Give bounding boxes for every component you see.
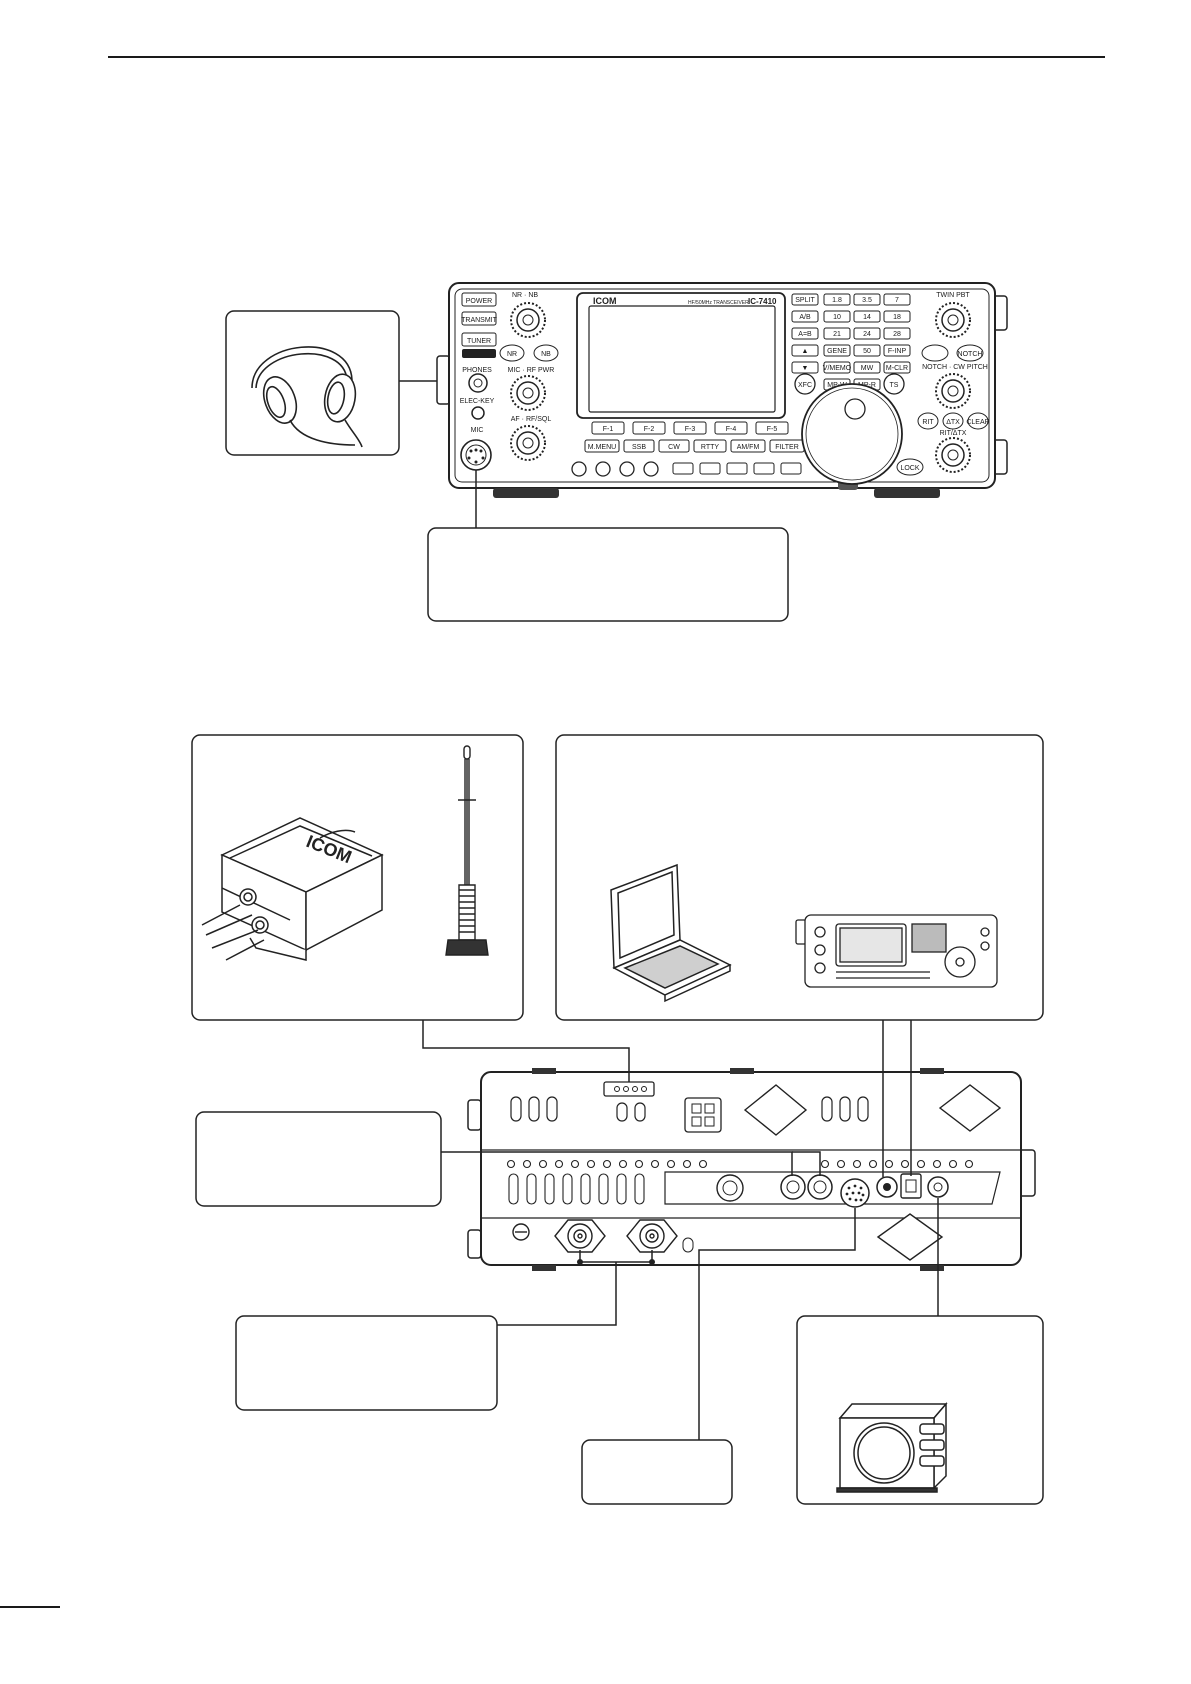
f4-key-label: F-4: [726, 426, 737, 433]
amfm-key-label: AM/FM: [737, 444, 760, 451]
af-rfsql-label: AF · RF/SQL: [511, 416, 552, 423]
down-key-label: ▼: [802, 365, 809, 372]
twin-pbt-label: TWIN PBT: [936, 292, 970, 299]
dtx-key-label: ΔTX: [946, 419, 960, 426]
nr-nb-label: NR · NB: [512, 292, 538, 299]
radio-front-panel: POWER TRANSMIT TUNER PHONES ELEC-KEY MIC…: [436, 282, 1008, 498]
mobile-antenna-icon: [445, 745, 489, 956]
mic-rfpwr-label: MIC · RF PWR: [508, 367, 555, 374]
main-dial: [801, 383, 903, 485]
rear-leader-lines: [422, 1020, 939, 1440]
memory-key-label: MW: [861, 365, 874, 372]
filter-key-label: FILTER: [775, 444, 799, 451]
band-key-label: 21: [833, 331, 841, 338]
second-transceiver-icon: [795, 914, 998, 988]
mic-connector-label: MIC: [471, 427, 484, 434]
antenna-connectors: [554, 1219, 678, 1253]
cw-key-label: CW: [668, 444, 680, 451]
lcd-display: [588, 305, 776, 413]
band-key-label: 3.5: [862, 297, 872, 304]
band-key-label: 50: [863, 348, 871, 355]
ab-key-label: A/B: [799, 314, 811, 321]
mode-keys: M.MENU SSB CW RTTY AM/FM FILTER: [584, 439, 805, 453]
keypad-left-column: SPLIT A/B A=B ▲ ▼: [791, 293, 819, 374]
antenna-tuner-icon: ICOM: [201, 817, 384, 961]
band-key-label: 18: [893, 314, 901, 321]
f2-key-label: F-2: [644, 426, 655, 433]
f3-key-label: F-3: [685, 426, 696, 433]
rit-key-label: RIT: [922, 419, 934, 426]
model-name: IC-7410: [748, 297, 777, 306]
external-speaker-icon: [836, 1401, 948, 1493]
nr-button-label: NR: [507, 351, 517, 358]
microphone-callout-box: [427, 527, 789, 622]
notch-cwpitch-label: NOTCH · CW PITCH: [922, 364, 988, 371]
mmenu-key-label: M.MENU: [588, 444, 616, 451]
f5-key-label: F-5: [767, 426, 778, 433]
ssb-key-label: SSB: [632, 444, 646, 451]
ts-key-label: TS: [890, 382, 899, 389]
lock-key-label: LOCK: [900, 465, 919, 472]
band-key-label: F-INP: [888, 348, 907, 355]
acc-callout-box: [581, 1439, 733, 1505]
antenna-callout-box: [235, 1315, 498, 1411]
model-caption: HF/50MHz TRANSCEIVER: [688, 300, 749, 306]
elec-key-jack-label: ELEC-KEY: [460, 398, 495, 405]
tuner-button-label: TUNER: [467, 338, 491, 345]
dial-finger-grip: [844, 398, 866, 420]
memory-key-label: V/MEMO: [823, 365, 852, 372]
notch-key-label: NOTCH: [958, 351, 983, 358]
acc-socket: [840, 1178, 870, 1208]
rtty-key-label: RTTY: [701, 444, 719, 451]
aeqb-key-label: A=B: [798, 331, 812, 338]
elec-key-jack: [471, 406, 485, 420]
nb-button-label: NB: [541, 351, 551, 358]
brand-logo: ICOM: [593, 296, 617, 306]
xfc-key-label: XFC: [798, 382, 812, 389]
memory-key-label: M-CLR: [886, 365, 908, 372]
band-key-label: 14: [863, 314, 871, 321]
footer-rule: [0, 1606, 60, 1608]
band-key-label: 24: [863, 331, 871, 338]
headphones-box: [225, 310, 400, 456]
headphones-icon: [251, 346, 363, 448]
f1-key-label: F-1: [603, 426, 614, 433]
function-keys: F-1 F-2 F-3 F-4 F-5: [591, 421, 789, 435]
radio-rear-panel: [467, 1068, 1036, 1271]
band-key-label: 7: [895, 297, 899, 304]
band-key-label: 28: [893, 331, 901, 338]
band-key-label: 1.8: [832, 297, 842, 304]
header-rule: [108, 56, 1105, 58]
split-key-label: SPLIT: [795, 297, 815, 304]
transmit-button-label: TRANSMIT: [461, 317, 498, 324]
power-button-label: POWER: [466, 298, 492, 305]
clear-key-label: CLEAR: [966, 419, 989, 426]
band-key-label: 10: [833, 314, 841, 321]
rear-left-callout-box: [195, 1111, 442, 1207]
rit-dtx-knob-label: RIT/ΔTX: [940, 430, 967, 437]
up-key-label: ▲: [802, 348, 809, 355]
dc-power-socket: [684, 1097, 722, 1133]
laptop-icon: [610, 863, 732, 1003]
phones-jack-label: PHONES: [462, 367, 492, 374]
band-key-label: GENE: [827, 348, 847, 355]
